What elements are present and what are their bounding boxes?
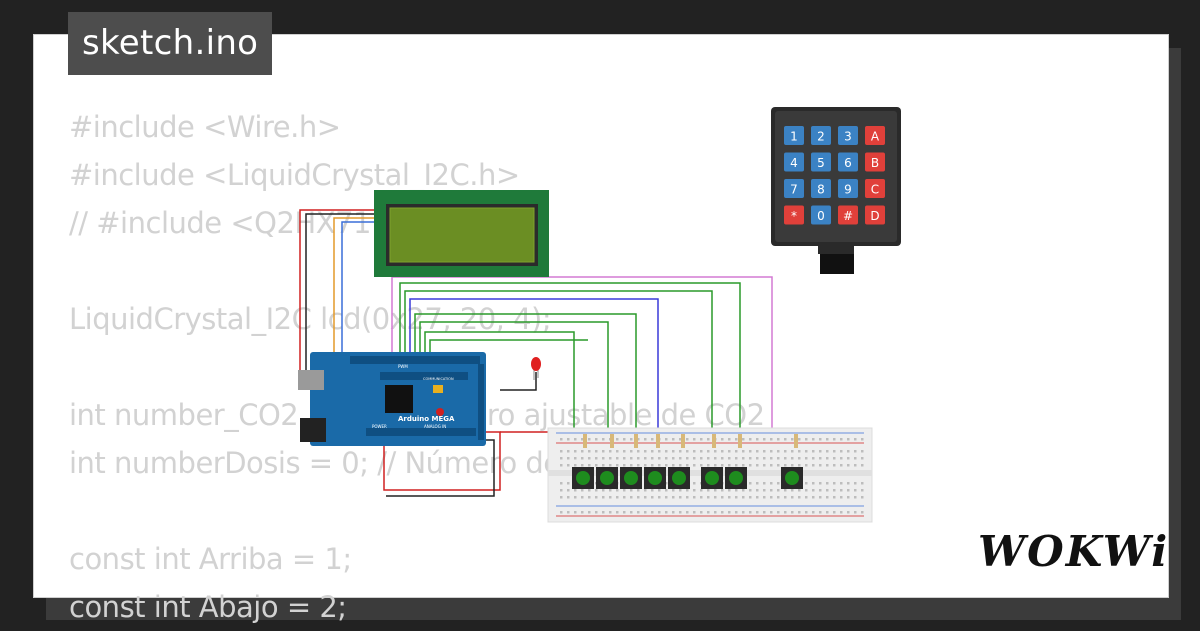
resistor — [634, 434, 638, 448]
push-button[interactable] — [620, 467, 642, 489]
keypad-key[interactable]: 8 — [811, 179, 831, 198]
push-button[interactable] — [701, 467, 723, 489]
arduino-mega: Arduino MEGA COMMUNICATION PWM ANALOG IN… — [298, 352, 486, 446]
wire-led — [500, 372, 537, 391]
svg-text:POWER: POWER — [372, 424, 387, 429]
keypad-key[interactable]: # — [838, 205, 858, 225]
push-button[interactable] — [644, 467, 666, 489]
keypad-key[interactable]: C — [865, 179, 885, 198]
wire-green-4 — [419, 321, 609, 434]
keypad-key-label: 4 — [790, 156, 798, 170]
keypad-key[interactable]: B — [865, 152, 885, 172]
keypad-key[interactable]: D — [865, 205, 885, 225]
lcd-display — [374, 190, 549, 277]
keypad-key[interactable]: 6 — [838, 152, 858, 172]
keypad-key-label: 9 — [844, 183, 852, 197]
wire-red-power — [383, 420, 501, 491]
wire-green-3 — [414, 313, 637, 434]
push-button[interactable] — [596, 467, 618, 489]
resistor — [583, 434, 587, 448]
keypad-key[interactable]: 9 — [838, 179, 858, 198]
code-line: const int Abajo = 2; — [69, 590, 347, 624]
keypad-key[interactable]: 5 — [811, 152, 831, 172]
resistor — [610, 434, 614, 448]
keypad-key-label: # — [843, 209, 853, 223]
resistor — [738, 434, 742, 448]
push-button[interactable] — [668, 467, 690, 489]
svg-text:COMMUNICATION: COMMUNICATION — [423, 377, 454, 381]
red-led — [531, 357, 541, 380]
keypad-key[interactable]: 7 — [784, 179, 804, 198]
svg-text:ANALOG IN: ANALOG IN — [424, 424, 446, 429]
keypad-key[interactable]: 0 — [811, 205, 831, 225]
keypad-key-label: 0 — [817, 209, 825, 223]
keypad-key-label: A — [871, 130, 880, 144]
keypad-key-label: B — [871, 156, 879, 170]
wire-blue-2 — [409, 298, 659, 440]
keypad-key-label: 8 — [817, 183, 825, 197]
keypad-key-label: 2 — [817, 130, 825, 144]
keypad-key-label: * — [791, 209, 797, 223]
push-button[interactable] — [725, 467, 747, 489]
keypad-key-label: 5 — [817, 156, 825, 170]
breadboard — [547, 427, 873, 523]
resistor — [794, 434, 798, 448]
code-editor: #include <Wire.h> #include <LiquidCrystal… — [69, 103, 776, 631]
wire-green-6 — [429, 339, 588, 356]
keypad-key[interactable]: 1 — [784, 126, 804, 145]
keypad-key[interactable]: A — [865, 126, 885, 145]
keypad-key-label: 1 — [790, 130, 798, 144]
membrane-keypad: 1 2 3 A 4 5 6 B 7 8 9 C * 0 # D — [771, 107, 901, 274]
push-button[interactable] — [781, 467, 803, 489]
wire-green-5 — [424, 331, 575, 434]
push-button[interactable] — [572, 467, 594, 489]
keypad-key[interactable]: 2 — [811, 126, 831, 145]
wire-orange-lcd — [333, 217, 386, 356]
arduino-label: Arduino MEGA — [398, 415, 455, 423]
keypad-key[interactable]: * — [784, 205, 804, 225]
keypad-key-label: 6 — [844, 156, 852, 170]
code-line: #include <LiquidCrystal_I2C.h> — [69, 158, 520, 192]
resistor — [681, 434, 685, 448]
keypad-key-label: 3 — [844, 130, 852, 144]
wire-green-2 — [404, 290, 713, 434]
svg-text:PWM: PWM — [398, 364, 408, 369]
code-line: const int Arriba = 1; — [69, 542, 352, 576]
wire-red-lcd — [299, 209, 386, 380]
preview-card: #include <Wire.h> #include <LiquidCrystal… — [33, 34, 1169, 624]
resistor — [656, 434, 660, 448]
keypad-key-label: 7 — [790, 183, 798, 197]
keypad-key-label: D — [870, 209, 879, 223]
wire-black-lcd — [305, 213, 386, 370]
wire-green-1 — [399, 282, 741, 434]
keypad-key[interactable]: 3 — [838, 126, 858, 145]
resistor — [712, 434, 716, 448]
code-line: #include <Wire.h> — [69, 110, 341, 144]
wokwi-logo: WOKWi — [978, 527, 1169, 576]
file-tab[interactable]: sketch.ino — [68, 12, 273, 75]
wire-blue-lcd — [341, 221, 386, 356]
keypad-key[interactable]: 4 — [784, 152, 804, 172]
wire-black-power — [386, 439, 495, 497]
keypad-key-label: C — [871, 183, 879, 197]
